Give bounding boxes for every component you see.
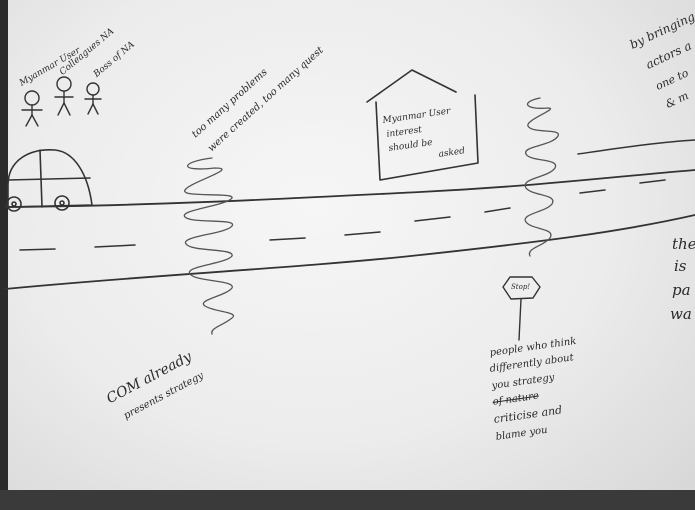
- stick-figure-1: [21, 90, 43, 127]
- stop-sign-text: Stop!: [511, 283, 531, 291]
- car-drawing: [6, 149, 93, 212]
- label-right-4: wa: [670, 305, 692, 323]
- road-bottom-edge: [4, 214, 695, 290]
- zigzag-barrier-right: [524, 97, 559, 257]
- stick-figure-2: [54, 76, 74, 116]
- photo-edge-left: [0, 0, 8, 510]
- house-drawing: [366, 69, 479, 181]
- stick-figure-3: [84, 82, 102, 115]
- label-right-3: pa: [672, 281, 691, 299]
- label-right-1: the: [672, 235, 695, 253]
- road-upper-edge-right: [577, 139, 695, 155]
- stop-sign: [502, 276, 541, 341]
- zigzag-barrier-left: [183, 157, 235, 335]
- road-top-edge: [4, 169, 695, 208]
- road-center-dashes: [19, 179, 666, 251]
- photo-edge-bottom: [0, 490, 695, 510]
- label-right-2: is: [674, 257, 687, 275]
